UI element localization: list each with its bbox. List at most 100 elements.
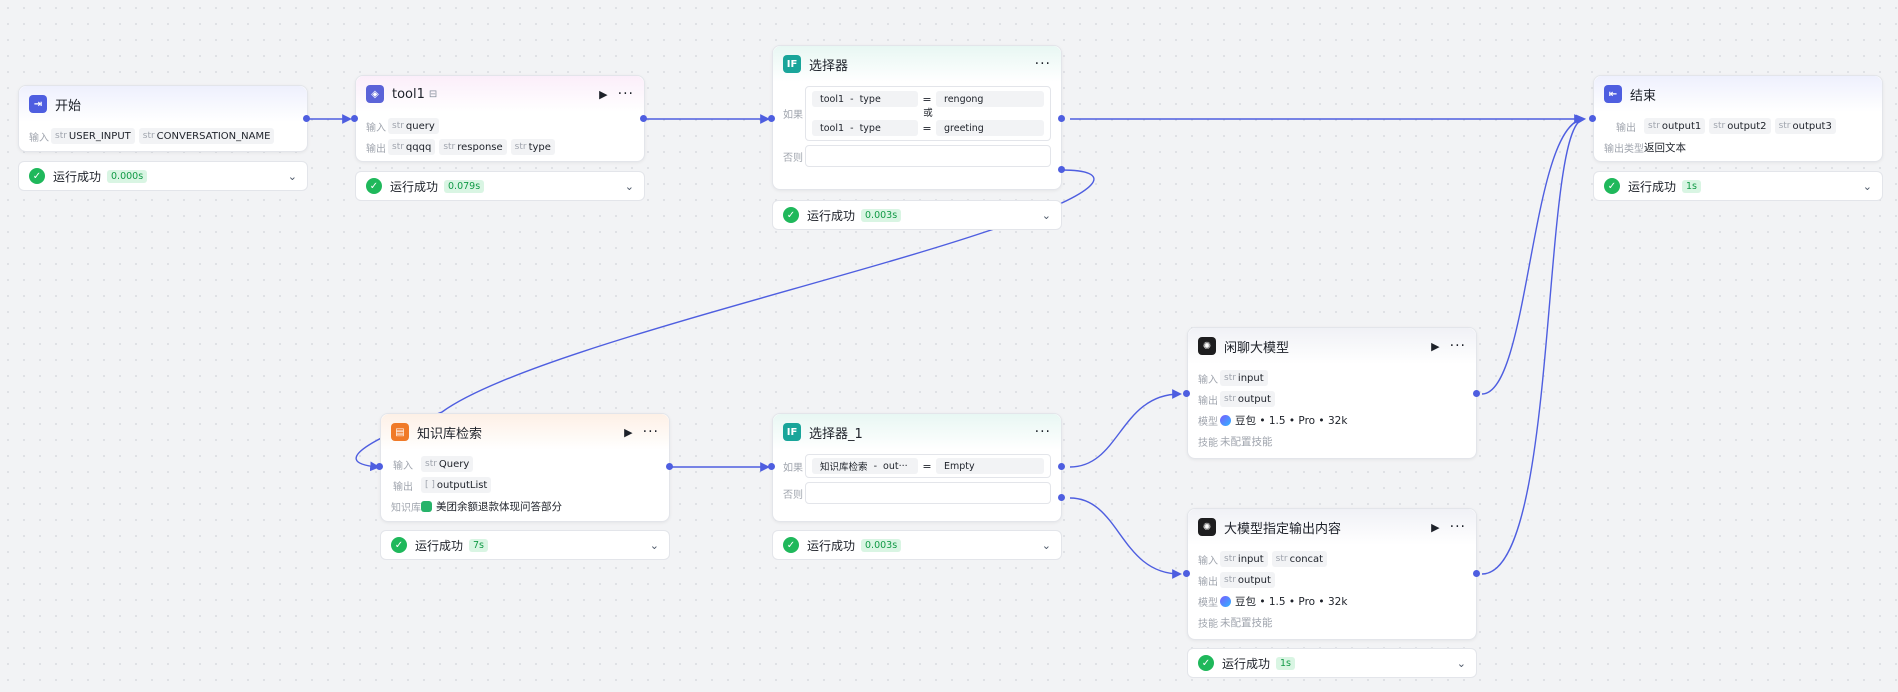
condition-field[interactable]: 知识库检索 - out··· [812,458,918,474]
more-icon[interactable]: ··· [1449,338,1466,354]
node-title: 选择器_1 [809,426,863,442]
play-icon[interactable]: ▶ [1431,339,1440,353]
model-name: 豆包 • 1.5 • Pro • 32k [1235,414,1348,427]
status-time: 0.003s [861,208,902,222]
condition-value[interactable]: greeting [936,120,1044,136]
more-icon[interactable]: ··· [642,424,659,440]
chevron-down-icon[interactable]: ⌄ [1041,538,1051,552]
chevron-down-icon[interactable]: ⌄ [624,179,634,193]
condition-group[interactable]: 知识库检索 - out··· = Empty [805,454,1051,478]
edge-chat-end [1481,114,1586,395]
input-port[interactable] [1589,115,1596,122]
run-status[interactable]: ✓ 运行成功 1s ⌄ [1593,171,1883,201]
output-label: 输出 [1198,576,1218,588]
output-port[interactable] [640,115,647,122]
output-label: 输出 [393,481,413,493]
input-port[interactable] [351,115,358,122]
status-text: 运行成功 [1222,656,1271,671]
node-title: 开始 [55,98,82,114]
status-time: 0.000s [107,169,148,183]
check-icon: ✓ [391,537,407,553]
chevron-down-icon[interactable]: ⌄ [1456,656,1466,670]
output-port[interactable] [303,115,310,122]
output-port[interactable] [1473,570,1480,577]
llm-icon: ✺ [1198,337,1216,355]
check-icon: ✓ [366,178,382,194]
input-port[interactable] [376,463,383,470]
edge-llm-end [1481,114,1586,575]
input-port[interactable] [768,115,775,122]
condition-value[interactable]: rengong [936,91,1044,107]
else-branch[interactable] [805,145,1051,167]
lock-icon: ⊟ [428,88,438,100]
condition-field[interactable]: tool1 - type [812,120,918,136]
status-time: 0.079s [444,179,485,193]
status-text: 运行成功 [807,208,856,223]
node-selector-1[interactable]: IF 选择器_1 ··· 如果 知识库检索 - out··· = Empty 否… [772,413,1062,522]
if-label: 如果 [783,110,803,121]
kb-file-icon [421,500,432,512]
check-icon: ✓ [783,537,799,553]
chevron-down-icon[interactable]: ⌄ [1041,208,1051,222]
input-port[interactable] [768,463,775,470]
if-output-port[interactable] [1058,115,1065,122]
else-branch[interactable] [805,482,1051,504]
more-icon[interactable]: ··· [1034,424,1051,440]
if-output-port[interactable] [1058,463,1065,470]
more-icon[interactable]: ··· [1034,56,1051,72]
else-output-port[interactable] [1058,166,1065,173]
input-port[interactable] [1183,390,1190,397]
node-title: 选择器 [809,58,849,74]
play-icon[interactable]: ▶ [599,87,608,101]
play-icon[interactable]: ▶ [624,425,633,439]
run-status[interactable]: ✓ 运行成功 0.079s ⌄ [355,171,645,201]
run-status[interactable]: ✓ 运行成功 7s ⌄ [380,530,670,560]
status-text: 运行成功 [807,538,856,553]
if-icon: IF [783,55,801,73]
chevron-down-icon[interactable]: ⌄ [287,169,297,183]
output-type-label: 输出类型 [1604,143,1644,155]
run-status[interactable]: ✓ 运行成功 1s ⌄ [1187,648,1477,678]
node-title: tool1 [392,86,425,102]
condition-group[interactable]: tool1 - type = rengong 或 tool1 - type = … [805,86,1051,141]
play-icon[interactable]: ▶ [1431,520,1440,534]
more-icon[interactable]: ··· [1449,519,1466,535]
condition-field[interactable]: tool1 - type [812,91,918,107]
model-label: 模型 [1198,416,1218,428]
chevron-down-icon[interactable]: ⌄ [1862,179,1872,193]
model-name: 豆包 • 1.5 • Pro • 32k [1235,595,1348,608]
check-icon: ✓ [783,207,799,223]
run-status[interactable]: ✓ 运行成功 0.000s ⌄ [18,161,308,191]
output-port[interactable] [1473,390,1480,397]
chevron-down-icon[interactable]: ⌄ [649,538,659,552]
more-icon[interactable]: ··· [617,86,634,102]
node-selector[interactable]: IF 选择器 ··· 如果 tool1 - type = rengong 或 t… [772,45,1062,190]
run-status[interactable]: ✓ 运行成功 0.003s ⌄ [772,200,1062,230]
check-icon: ✓ [1198,655,1214,671]
input-port[interactable] [1183,570,1190,577]
param-tag: [ ]outputList [421,477,492,493]
condition-operator: = [922,92,932,106]
output-label: 输出 [1616,122,1636,134]
output-port[interactable] [666,463,673,470]
status-time: 0.003s [861,538,902,552]
condition-value[interactable]: Empty [936,458,1044,474]
else-label: 否则 [783,489,803,501]
run-status[interactable]: ✓ 运行成功 0.003s ⌄ [772,530,1062,560]
input-label: 输入 [1198,374,1218,386]
else-output-port[interactable] [1058,494,1065,501]
